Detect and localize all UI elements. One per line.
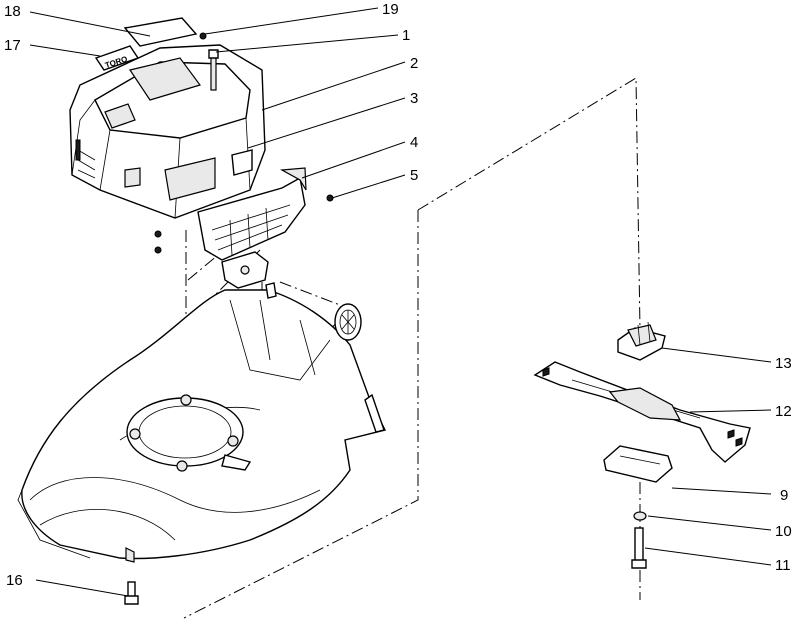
- callout-18: 18: [4, 3, 21, 20]
- blade-bolt: [631, 527, 647, 569]
- callout-12: 12: [775, 403, 792, 420]
- callout-11: 11: [775, 557, 791, 574]
- callout-4: 4: [410, 134, 418, 151]
- callout-leaders: [29, 7, 772, 597]
- mower-deck: [17, 289, 387, 563]
- screw-19: [199, 32, 207, 40]
- callout-labels: 18 19 17 1 2 3 4 5 13 12 9 10 11 16: [4, 1, 792, 589]
- engine-assembly: [69, 44, 266, 219]
- dipstick: [208, 49, 219, 91]
- callout-9: 9: [780, 487, 788, 504]
- callout-5: 5: [410, 167, 418, 184]
- callout-1: 1: [402, 27, 410, 44]
- callout-17: 17: [4, 37, 21, 54]
- exhaust-shield: [197, 167, 307, 261]
- blade-adapter: [617, 321, 666, 361]
- washer-10: [633, 511, 647, 521]
- mower-blade: [533, 361, 751, 463]
- deck-bolt-16: [124, 581, 139, 605]
- callout-19: 19: [382, 1, 399, 18]
- callout-10: 10: [775, 523, 792, 540]
- callout-3: 3: [410, 90, 418, 107]
- callout-16: 16: [6, 572, 23, 589]
- blade-stiffener: [603, 445, 673, 483]
- callout-13: 13: [775, 355, 792, 372]
- top-decal: [123, 17, 198, 47]
- rear-wheel: [334, 303, 362, 341]
- callout-2: 2: [410, 55, 418, 72]
- muffler-bracket: [221, 251, 277, 299]
